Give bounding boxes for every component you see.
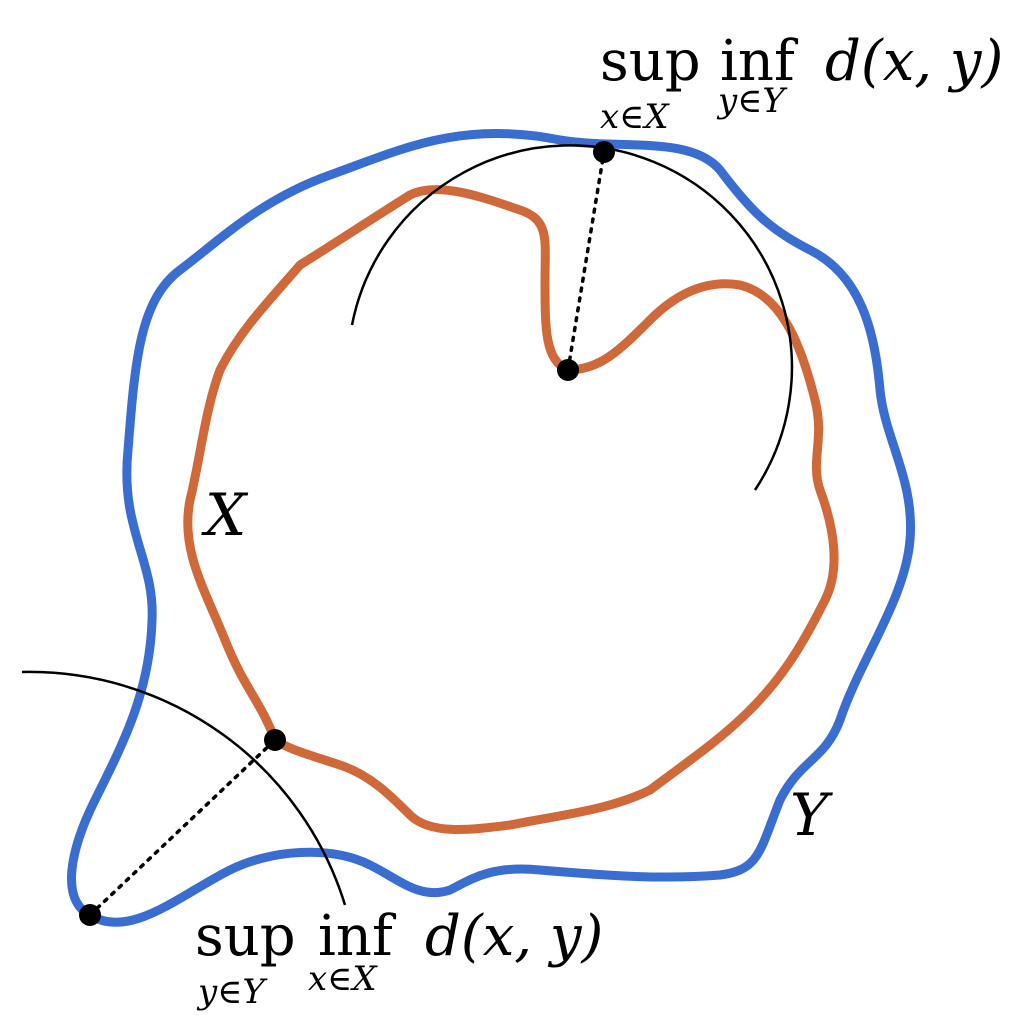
label-y: Y — [790, 781, 833, 849]
top-formula-op1: sup — [600, 29, 701, 94]
bottom-formula-expr: d(x, y) — [425, 904, 603, 969]
point-on-x-inner — [557, 359, 579, 381]
bottom-formula-sub2: x∈X — [308, 959, 378, 999]
curve-y — [67, 129, 916, 927]
arc-top — [350, 144, 794, 491]
point-on-x-left — [264, 729, 286, 751]
top-formula-op2: inf — [720, 29, 799, 94]
curve-x — [183, 185, 839, 834]
arc-bottom — [21, 670, 347, 906]
point-on-y-left — [79, 904, 101, 926]
top-formula: sup inf d(x, y) x∈X y∈Y — [600, 29, 1003, 137]
top-formula-sub1: x∈X — [600, 97, 670, 137]
bottom-formula-op1: sup — [195, 904, 296, 969]
label-x: X — [201, 481, 249, 549]
dotted-segment-bottom — [88, 738, 277, 917]
bottom-formula-op2: inf — [318, 904, 397, 969]
top-formula-sub2: y∈Y — [716, 81, 788, 121]
bottom-formula-sub1: y∈Y — [196, 972, 268, 1012]
dotted-segment-top — [566, 150, 606, 372]
top-formula-expr: d(x, y) — [825, 29, 1003, 94]
point-top-on-y — [593, 141, 615, 163]
bottom-formula: sup inf d(x, y) y∈Y x∈X — [195, 904, 603, 1012]
